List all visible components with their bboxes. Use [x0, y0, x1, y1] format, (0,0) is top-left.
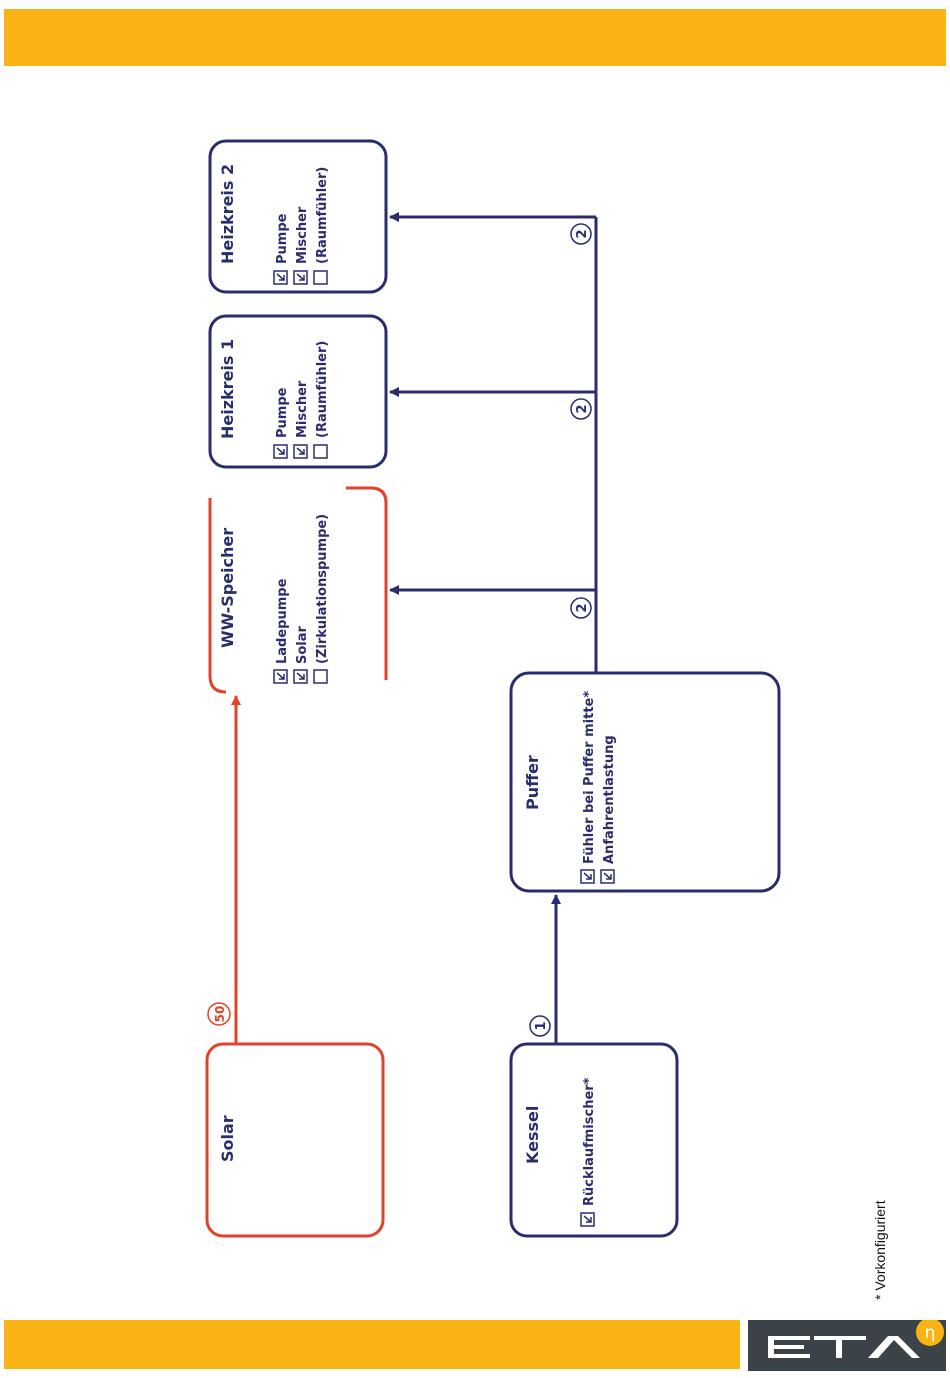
kessel-title: Kessel	[523, 1106, 542, 1164]
svg-text:Pumpe: Pumpe	[275, 387, 290, 438]
check-icon	[584, 1216, 591, 1222]
svg-text:(Zirkulationspumpe): (Zirkulationspumpe)	[315, 514, 330, 664]
connection-label-kessel: 1	[530, 1016, 550, 1036]
svg-text:Solar: Solar	[295, 625, 310, 664]
svg-text:(Raumfühler): (Raumfühler)	[315, 341, 330, 438]
ww-speicher-option-ladepumpe: Ladepumpe	[274, 578, 290, 683]
solar-title: Solar	[218, 1115, 237, 1162]
check-icon	[584, 873, 591, 879]
ww-speicher-title: WW-Speicher	[218, 528, 237, 648]
ww-speicher-option-zirkulationspumpe: (Zirkulationspumpe)	[314, 514, 330, 683]
check-icon	[604, 873, 611, 879]
svg-text:Ladepumpe: Ladepumpe	[275, 578, 290, 664]
heizkreis2-option-mischer: Mischer	[294, 206, 310, 284]
connection-label-ww: 2	[571, 598, 591, 618]
svg-text:2: 2	[575, 229, 590, 238]
heizkreis1-option-mischer: Mischer	[294, 380, 310, 458]
kessel-option-ruecklaufmischer: Rücklaufmischer*	[581, 1077, 597, 1226]
puffer-option-fuehler-mitte: Fühler bei Puffer mitte*	[581, 691, 597, 883]
checkbox-empty	[314, 271, 327, 284]
heizkreis2-option-pumpe: Pumpe	[274, 213, 290, 284]
check-icon	[277, 274, 284, 280]
check-icon	[297, 673, 304, 679]
connection-label-hk1: 2	[571, 399, 591, 419]
check-icon	[277, 448, 284, 454]
svg-text:1: 1	[534, 1021, 549, 1030]
puffer-title: Puffer	[523, 755, 542, 810]
check-icon	[297, 274, 304, 280]
checkbox-empty	[314, 670, 327, 683]
eta-symbol: η	[925, 1323, 936, 1343]
svg-text:Mischer: Mischer	[295, 380, 310, 438]
svg-text:(Raumfühler): (Raumfühler)	[315, 167, 330, 264]
footnote: * Vorkonfiguriert	[872, 1200, 888, 1300]
puffer-option-anfahrentlastung: Anfahrentlastung	[601, 735, 617, 883]
svg-text:Pumpe: Pumpe	[275, 213, 290, 264]
connection-label-solar: 50	[208, 1003, 230, 1025]
connection-label-hk2: 2	[571, 224, 591, 244]
checkbox-empty	[314, 445, 327, 458]
svg-text:Anfahrentlastung: Anfahrentlastung	[602, 735, 617, 864]
check-icon	[297, 448, 304, 454]
ww-speicher-option-solar: Solar	[294, 625, 310, 683]
svg-text:2: 2	[575, 404, 590, 413]
check-icon	[277, 673, 284, 679]
heizkreis2-option-raumfuehler: (Raumfühler)	[314, 167, 330, 284]
footer-bar	[4, 1320, 740, 1369]
heizkreis1-title: Heizkreis 1	[218, 339, 237, 439]
svg-text:Fühler bei Puffer mitte*: Fühler bei Puffer mitte*	[582, 691, 597, 864]
svg-text:50: 50	[213, 1006, 227, 1023]
svg-text:2: 2	[575, 603, 590, 612]
heizkreis2-title: Heizkreis 2	[218, 164, 237, 264]
eta-logo: η	[748, 1320, 946, 1371]
svg-text:Mischer: Mischer	[295, 206, 310, 264]
heizkreis1-option-pumpe: Pumpe	[274, 387, 290, 458]
svg-text:Rücklaufmischer*: Rücklaufmischer*	[582, 1077, 597, 1206]
heizkreis1-option-raumfuehler: (Raumfühler)	[314, 341, 330, 458]
puffer-box	[511, 673, 779, 891]
